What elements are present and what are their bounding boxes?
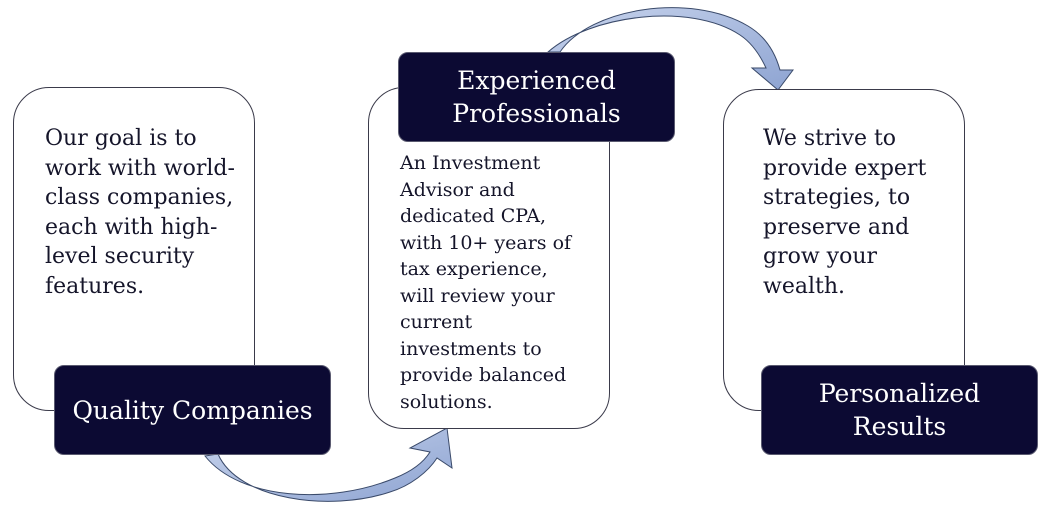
card-personalized-results: We strive to provide expert strategies, … [723, 89, 965, 411]
arrow-top [546, 7, 794, 91]
arrow-bottom [204, 427, 453, 502]
label-personalized-results: Personalized Results [761, 365, 1038, 455]
card-personalized-results-text: We strive to provide expert strategies, … [763, 126, 927, 299]
card-quality-companies-text: Our goal is to work with world-class com… [45, 126, 235, 299]
label-quality-companies: Quality Companies [54, 365, 331, 455]
card-experienced-professionals-text: An Investment Advisor and dedicated CPA,… [400, 152, 572, 413]
card-experienced-professionals: An Investment Advisor and dedicated CPA,… [368, 87, 610, 429]
label-experienced-professionals: Experienced Professionals [398, 52, 675, 142]
card-quality-companies: Our goal is to work with world-class com… [13, 87, 255, 411]
